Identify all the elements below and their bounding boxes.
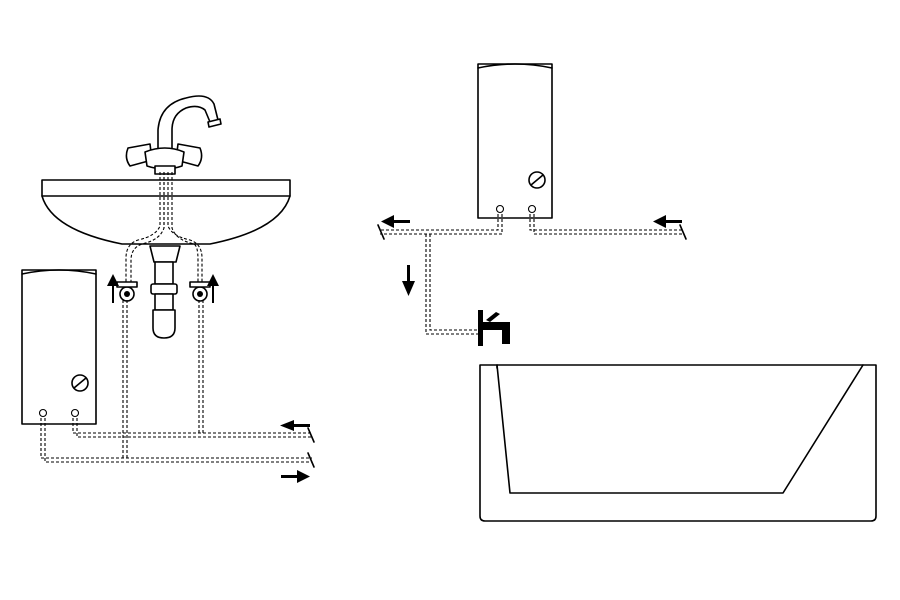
connection-nipple-icon [495,204,505,214]
heater-pipes-left [40,300,315,468]
water-heater-right [477,63,553,219]
arrow-icon [280,420,310,431]
washbasin-installation [21,95,315,483]
faucet-supply-lines [125,172,203,282]
connection-nipple-icon [70,408,80,418]
siphon-drain [149,245,181,339]
arrow-icon [281,470,310,483]
washbasin [41,179,291,245]
faucet-spout [157,95,222,151]
arrow-icon [207,274,219,303]
water-heater-left [21,269,97,425]
arrow-icon [653,215,682,228]
arrow-icon [107,274,119,303]
arrow-icon [381,215,410,228]
heater-pipes-right [377,214,687,335]
bath-faucet [478,310,510,346]
set-screw-icon [528,171,546,189]
faucet-body [125,143,203,175]
connection-nipple-icon [527,204,537,214]
arrow-icon [402,265,415,296]
bathtub-installation [377,63,877,522]
angle-valve-right [189,281,211,302]
angle-valve-left [116,281,138,302]
bathtub [479,364,877,522]
set-screw-icon [71,374,89,392]
connection-nipple-icon [38,408,48,418]
